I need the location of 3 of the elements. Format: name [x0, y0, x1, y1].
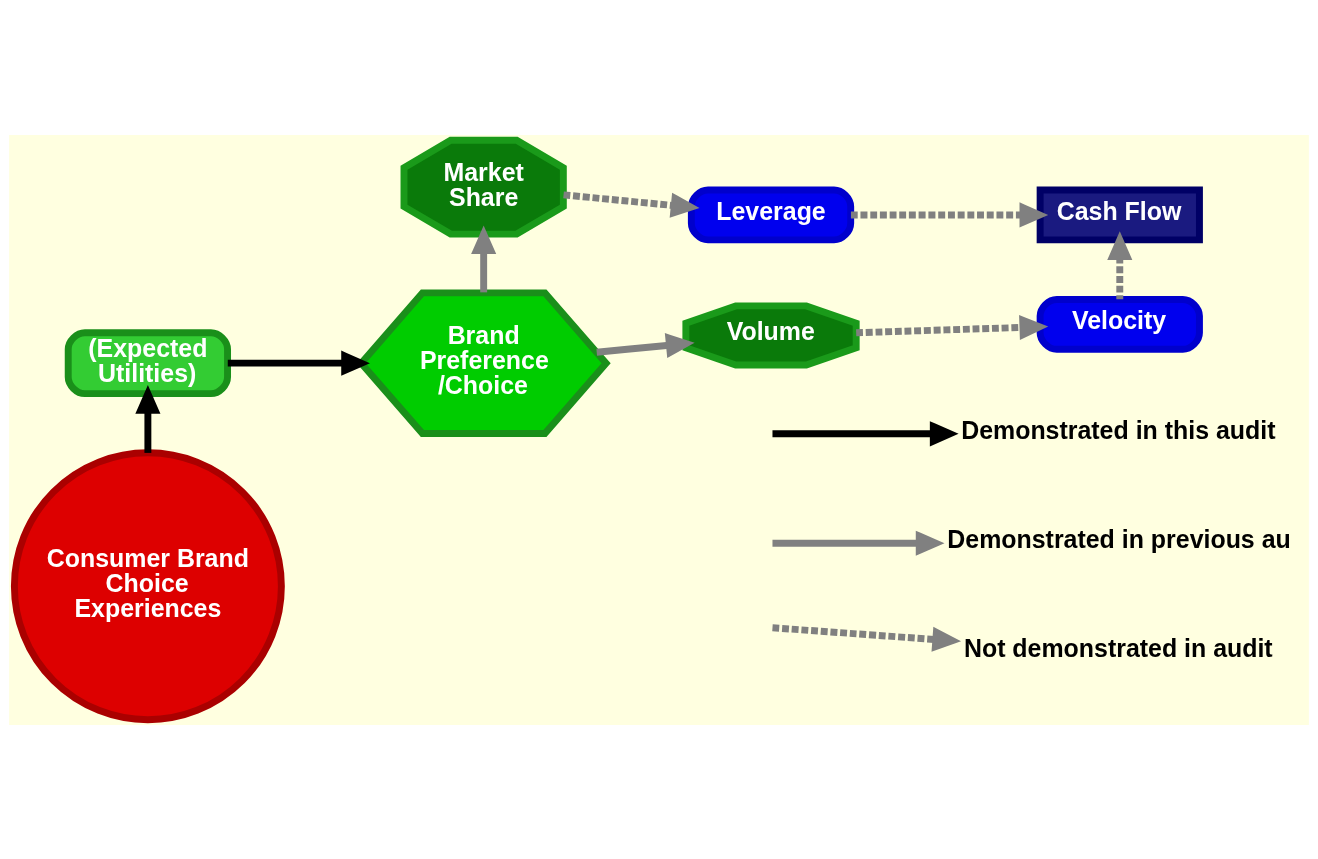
legend-label: Demonstrated in previous au [947, 524, 1291, 553]
legend-label: Not demonstrated in audit [963, 633, 1273, 662]
legend-label: Demonstrated in this audit [961, 415, 1276, 444]
